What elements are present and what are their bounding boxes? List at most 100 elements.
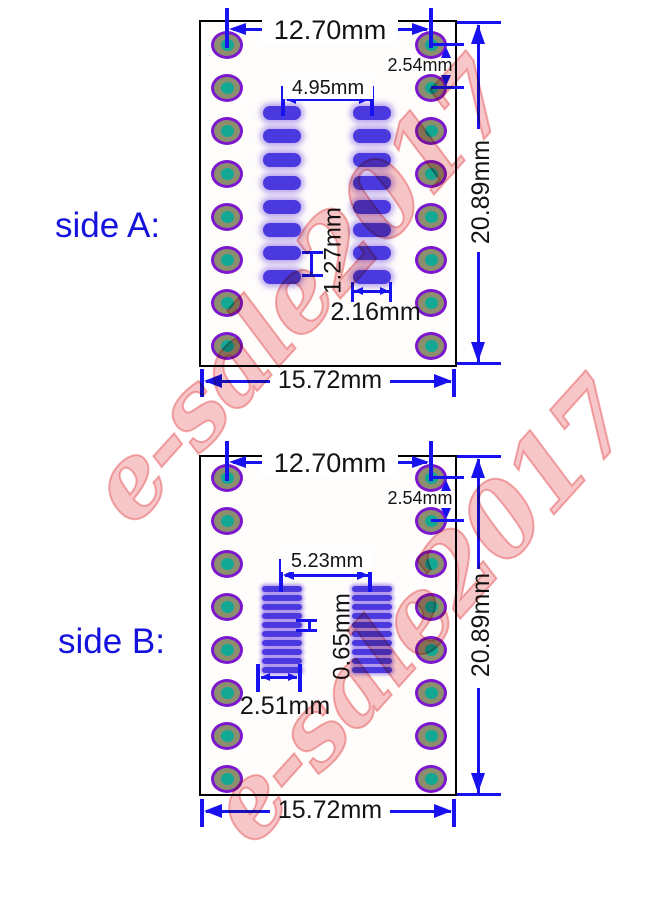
dim-tick [370, 86, 374, 116]
dim-smd-pitch-a: 1.27mm [319, 207, 347, 294]
through-hole-pad [415, 203, 447, 231]
dim-line [477, 459, 480, 569]
smd-pad [352, 604, 392, 610]
dim-board-height-b: 20.89mm [467, 572, 495, 678]
dim-tick [281, 86, 285, 116]
through-hole-pad [211, 160, 243, 188]
smd-pad [262, 622, 302, 628]
dim-line [354, 290, 389, 293]
arrow-down-icon [441, 75, 451, 86]
through-hole-pad [211, 246, 243, 274]
arrow-up-icon [471, 458, 485, 478]
smd-pad [353, 153, 391, 167]
dim-tick [452, 369, 456, 397]
through-hole-pad [211, 117, 243, 145]
smd-pad [352, 640, 392, 646]
dim-top-width-b: 12.70mm [262, 449, 398, 477]
dim-tick [457, 362, 501, 365]
dim-smd-span-b: 5.23mm [281, 551, 373, 572]
through-hole-pad [211, 593, 243, 621]
dim-smd-pitch-b: 0.65mm [328, 593, 356, 680]
smd-pad [352, 622, 392, 628]
dim-smd-span-a: 4.95mm [283, 78, 373, 99]
smd-pad [352, 649, 392, 655]
dim-tick [225, 8, 229, 48]
through-hole-pad [415, 636, 447, 664]
smd-pad [262, 595, 302, 601]
arrow-right-icon [434, 374, 452, 388]
dim-tick [296, 629, 317, 632]
smd-pad [352, 631, 392, 637]
smd-pad [262, 667, 302, 673]
smd-pad [263, 129, 301, 143]
through-hole-pad [415, 765, 447, 793]
through-hole-pad [211, 507, 243, 535]
dim-tick [431, 86, 464, 89]
arrow-up-icon [441, 480, 451, 491]
through-hole-pad [415, 160, 447, 188]
through-hole-pad [211, 765, 243, 793]
smd-pad [262, 604, 302, 610]
arrow-up-icon [441, 47, 451, 58]
dim-board-height-a: 20.89mm [467, 139, 495, 245]
dim-tick [431, 43, 464, 46]
arrow-left-icon [283, 570, 294, 580]
dim-line [477, 25, 480, 129]
smd-pad [353, 176, 391, 190]
through-hole-pad [415, 679, 447, 707]
dim-tick [368, 559, 372, 592]
dim-tick [457, 455, 501, 458]
dim-tick [431, 476, 464, 479]
smd-pad [262, 658, 302, 664]
through-hole-pad [415, 332, 447, 360]
dim-tick [308, 619, 311, 632]
dim-tick [256, 664, 260, 692]
through-hole-pad [415, 593, 447, 621]
arrow-right-icon [288, 673, 297, 681]
dim-tick [457, 21, 501, 24]
through-hole-pad [211, 332, 243, 360]
dim-tick [431, 519, 464, 522]
dim-tick [452, 799, 456, 827]
through-hole-pad [415, 246, 447, 274]
smd-pad [263, 223, 301, 237]
board-outline-side-a [199, 20, 457, 367]
arrow-left-icon [204, 374, 222, 388]
dim-board-width-b: 15.72mm [270, 797, 390, 823]
side-b-label: side B: [58, 622, 165, 661]
smd-pad [352, 658, 392, 664]
dim-hole-pitch-a: 2.54mm [387, 55, 453, 75]
smd-pad [262, 631, 302, 637]
through-hole-pad [211, 74, 243, 102]
dim-line [285, 574, 368, 577]
dim-top-width-a: 12.70mm [262, 16, 398, 44]
dim-tick [429, 8, 433, 48]
through-hole-pad [211, 550, 243, 578]
dim-tick [296, 619, 317, 622]
arrow-left-icon [285, 94, 296, 104]
smd-pad [262, 640, 302, 646]
arrow-right-icon [412, 456, 429, 468]
through-hole-pad [415, 117, 447, 145]
arrow-right-icon [412, 23, 429, 35]
smd-pad [353, 129, 391, 143]
through-hole-pad [211, 679, 243, 707]
arrow-right-icon [357, 570, 368, 580]
dim-tick [429, 441, 433, 481]
through-hole-pad [211, 722, 243, 750]
smd-pad [263, 246, 301, 260]
arrow-up-icon [471, 24, 485, 44]
dim-line [477, 252, 480, 362]
smd-pad [353, 270, 391, 284]
through-hole-pad [415, 289, 447, 317]
smd-pad [353, 246, 391, 260]
dim-tick [310, 251, 313, 277]
arrow-left-icon [229, 456, 246, 468]
smd-pad [263, 153, 301, 167]
smd-pad [352, 613, 392, 619]
dim-tick [389, 282, 392, 302]
arrow-right-icon [359, 94, 370, 104]
side-a-label: side A: [55, 206, 161, 245]
